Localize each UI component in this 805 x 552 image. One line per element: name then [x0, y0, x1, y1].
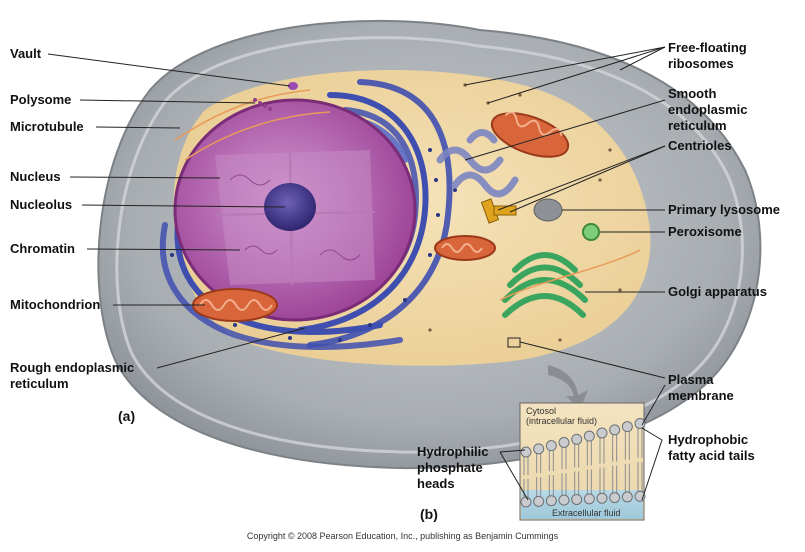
label-smooth-er-line2: endoplasmic	[668, 102, 747, 118]
phosphate-head	[546, 441, 556, 451]
label-mitochondrion: Mitochondrion	[10, 297, 100, 313]
phosphate-head	[546, 496, 556, 506]
label-hydrophilic-line1: Hydrophilic	[417, 444, 489, 460]
label-nucleolus: Nucleolus	[10, 197, 72, 213]
label-hydrophobic-line1: Hydrophobic	[668, 432, 755, 448]
phosphate-head	[534, 444, 544, 454]
panel-label-b: (b)	[420, 506, 438, 522]
label-cytosol-line2: (intracellular fluid)	[526, 416, 597, 426]
label-hydrophilic-line3: heads	[417, 476, 489, 492]
phosphate-head	[559, 438, 569, 448]
label-hydrophilic: Hydrophilic phosphate heads	[417, 444, 489, 492]
phosphate-head	[635, 419, 645, 429]
phosphate-head	[622, 422, 632, 432]
phosphate-head	[534, 496, 544, 506]
phosphate-head	[559, 495, 569, 505]
label-cytosol: Cytosol (intracellular fluid)	[526, 406, 597, 426]
copyright-notice: Copyright © 2008 Pearson Education, Inc.…	[0, 531, 805, 541]
label-vault: Vault	[10, 46, 41, 62]
label-polysome: Polysome	[10, 92, 71, 108]
label-smooth-er-line3: reticulum	[668, 118, 747, 134]
phosphate-head	[584, 494, 594, 504]
label-plasma-membrane-line1: Plasma	[668, 372, 734, 388]
label-plasma-membrane-line2: membrane	[668, 388, 734, 404]
mitochondrion-center	[435, 236, 495, 260]
label-smooth-er: Smooth endoplasmic reticulum	[668, 86, 747, 134]
phosphate-head	[622, 492, 632, 502]
label-microtubule: Microtubule	[10, 119, 84, 135]
mitochondrion-left	[193, 289, 277, 321]
label-hydrophilic-line2: phosphate	[417, 460, 489, 476]
label-ribosomes: Free-floating ribosomes	[668, 40, 747, 72]
label-rough-er-line2: reticulum	[10, 376, 134, 392]
label-chromatin: Chromatin	[10, 241, 75, 257]
phosphate-head	[610, 425, 620, 435]
label-nucleus: Nucleus	[10, 169, 61, 185]
label-golgi: Golgi apparatus	[668, 284, 767, 300]
label-hydrophobic: Hydrophobic fatty acid tails	[668, 432, 755, 464]
label-centrioles: Centrioles	[668, 138, 732, 154]
label-ribosomes-line1: Free-floating	[668, 40, 747, 56]
panel-label-a: (a)	[118, 408, 135, 424]
label-rough-er-line1: Rough endoplasmic	[10, 360, 134, 376]
phosphate-head	[572, 434, 582, 444]
label-plasma-membrane: Plasma membrane	[668, 372, 734, 404]
phosphate-head	[572, 494, 582, 504]
label-rough-er: Rough endoplasmic reticulum	[10, 360, 134, 392]
primary-lysosome	[534, 199, 562, 221]
label-cytosol-line1: Cytosol	[526, 406, 597, 416]
label-ribosomes-line2: ribosomes	[668, 56, 747, 72]
label-smooth-er-line1: Smooth	[668, 86, 747, 102]
label-primary-lysosome: Primary lysosome	[668, 202, 780, 218]
phosphate-head	[584, 431, 594, 441]
phosphate-head	[597, 428, 607, 438]
phosphate-head	[597, 493, 607, 503]
phosphate-head	[521, 497, 531, 507]
phosphate-head	[521, 447, 531, 457]
phosphate-head	[610, 493, 620, 503]
peroxisome	[583, 224, 599, 240]
label-hydrophobic-line2: fatty acid tails	[668, 448, 755, 464]
label-extracellular: Extracellular fluid	[552, 508, 621, 518]
label-peroxisome: Peroxisome	[668, 224, 742, 240]
